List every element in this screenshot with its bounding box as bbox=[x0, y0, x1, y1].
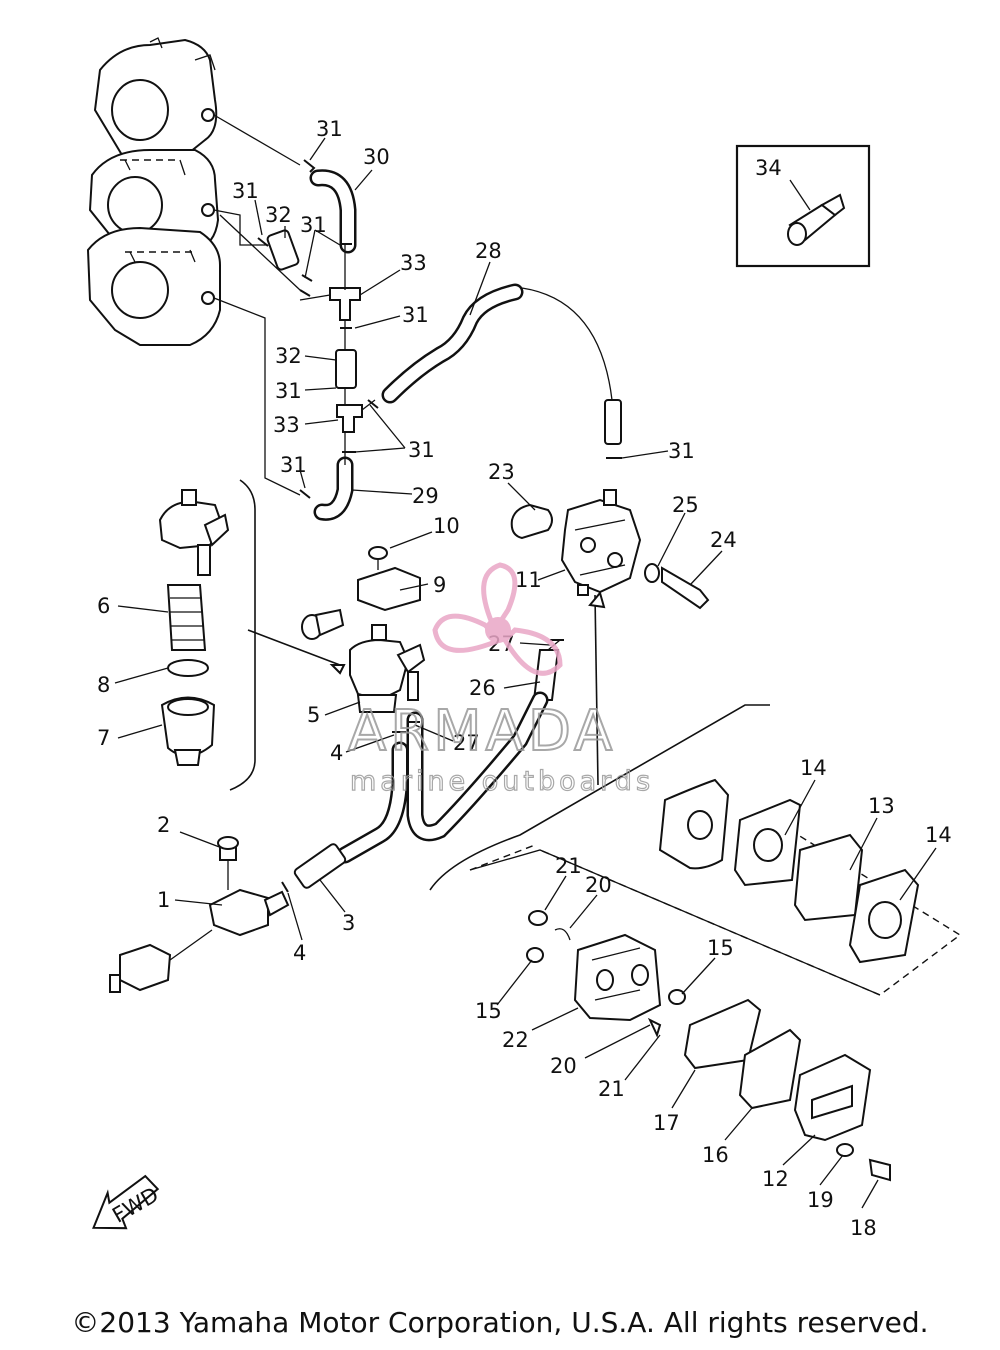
copyright-notice: ©2013 Yamaha Motor Corporation, U.S.A. A… bbox=[71, 1306, 929, 1339]
part-34-box bbox=[735, 144, 871, 268]
propeller-logo-icon bbox=[432, 562, 563, 676]
callout-33: 33 bbox=[400, 251, 427, 275]
callout-18: 18 bbox=[850, 1216, 877, 1240]
callout-31: 31 bbox=[402, 303, 429, 327]
callout-25: 25 bbox=[672, 493, 699, 517]
callout-31: 31 bbox=[316, 117, 343, 141]
callout-17: 17 bbox=[653, 1111, 680, 1135]
callout-23: 23 bbox=[488, 460, 515, 484]
callout-15: 15 bbox=[707, 936, 734, 960]
hose-clamps bbox=[257, 159, 622, 499]
callout-31: 31 bbox=[280, 453, 307, 477]
callout-8: 8 bbox=[97, 673, 110, 697]
callout-6: 6 bbox=[97, 594, 110, 618]
callout-7: 7 bbox=[97, 726, 110, 750]
callout-31: 31 bbox=[300, 213, 327, 237]
callout-2: 2 bbox=[157, 813, 170, 837]
callout-16: 16 bbox=[702, 1143, 729, 1167]
callout-31: 31 bbox=[408, 438, 435, 462]
upper-hose-network bbox=[266, 169, 622, 521]
callout-29: 29 bbox=[412, 484, 439, 508]
fuel-pump-upper bbox=[510, 489, 710, 610]
callout-1: 1 bbox=[157, 888, 170, 912]
watermark-tagline: marine outboards bbox=[350, 766, 654, 797]
callout-12: 12 bbox=[762, 1167, 789, 1191]
callout-24: 24 bbox=[710, 528, 737, 552]
callout-19: 19 bbox=[807, 1188, 834, 1212]
callout-14: 14 bbox=[925, 823, 952, 847]
diaphragms bbox=[658, 778, 920, 964]
callout-20: 20 bbox=[585, 873, 612, 897]
callout-21: 21 bbox=[555, 854, 582, 878]
callout-32: 32 bbox=[265, 203, 292, 227]
callout-10: 10 bbox=[433, 514, 460, 538]
fuel-filter-assembly bbox=[158, 479, 426, 791]
callout-4: 4 bbox=[293, 941, 306, 965]
callout-28: 28 bbox=[475, 239, 502, 263]
callout-32: 32 bbox=[275, 344, 302, 368]
callout-21: 21 bbox=[598, 1077, 625, 1101]
callout-31: 31 bbox=[275, 379, 302, 403]
callout-5: 5 bbox=[307, 703, 320, 727]
callout-9: 9 bbox=[433, 573, 446, 597]
callout-15: 15 bbox=[475, 999, 502, 1023]
fuel-pump-lower bbox=[526, 910, 891, 1182]
watermark-brand: ARMADA bbox=[348, 699, 616, 764]
callout-33: 33 bbox=[273, 413, 300, 437]
callout-26: 26 bbox=[469, 676, 496, 700]
callout-13: 13 bbox=[868, 794, 895, 818]
callout-27: 27 bbox=[453, 731, 480, 755]
armada-watermark: ARMADA marine outboards bbox=[347, 562, 654, 798]
callout-30: 30 bbox=[363, 145, 390, 169]
callout-3: 3 bbox=[342, 911, 355, 935]
callout-11: 11 bbox=[515, 568, 542, 592]
callout-4: 4 bbox=[330, 741, 343, 765]
callout-31: 31 bbox=[232, 179, 259, 203]
callout-20: 20 bbox=[550, 1054, 577, 1078]
carburetor-assembly bbox=[86, 37, 221, 346]
fuel-joint-assembly bbox=[109, 836, 290, 993]
pump-link-hoses bbox=[293, 590, 606, 889]
callout-22: 22 bbox=[502, 1028, 529, 1052]
callout-34: 34 bbox=[755, 156, 782, 180]
callout-31: 31 bbox=[668, 439, 695, 463]
leader-lines bbox=[114, 137, 937, 1209]
callout-14: 14 bbox=[800, 756, 827, 780]
fwd-arrow-icon: FWD bbox=[92, 1174, 163, 1230]
